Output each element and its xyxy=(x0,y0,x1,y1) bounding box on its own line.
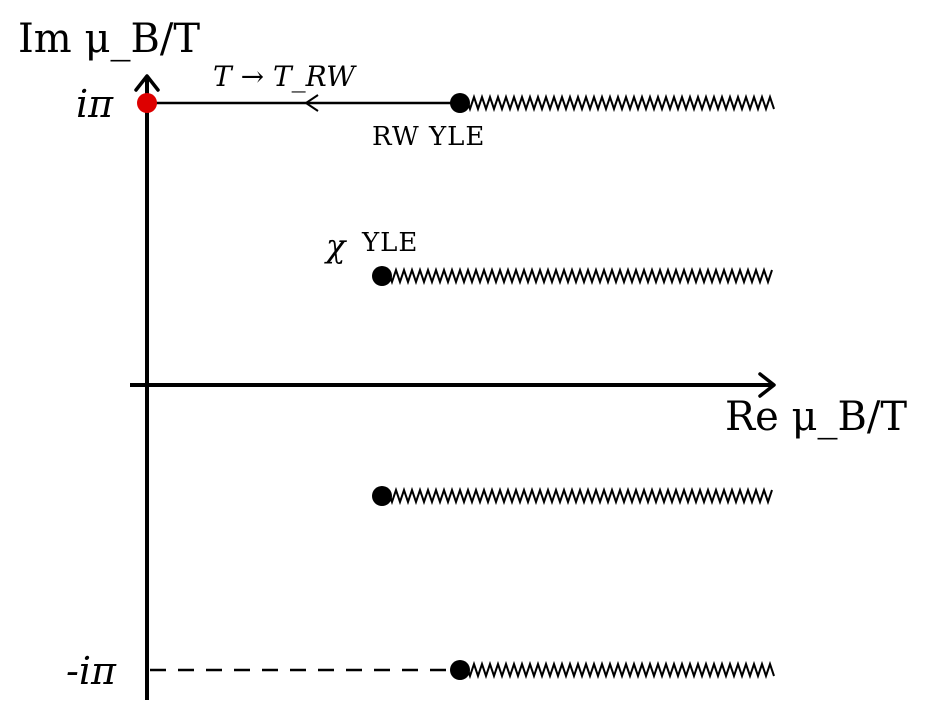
tick-label-i-pi: iπ xyxy=(76,82,114,126)
chi-yle-label: YLE xyxy=(361,228,418,258)
real-axis-arrowhead xyxy=(758,372,776,398)
branch-point-chi-yle-upper xyxy=(372,266,392,286)
branch-cut-chi-lower xyxy=(387,486,773,506)
imaginary-axis-arrowhead xyxy=(134,74,160,92)
branch-cut-rw-lower xyxy=(465,660,775,680)
branch-point-rw-yle-upper xyxy=(450,93,470,113)
imaginary-axis-label: Im μ_B/T xyxy=(18,16,200,62)
branch-point-rw-yle-lower xyxy=(450,660,470,680)
chi-symbol-label: χ xyxy=(324,227,347,265)
rw-yle-label: RW YLE xyxy=(372,122,485,152)
branch-cut-rw-upper xyxy=(465,93,775,113)
flow-arrow xyxy=(304,94,319,112)
flow-label: T → T_RW xyxy=(213,60,357,93)
roberge-weiss-point xyxy=(137,93,157,113)
branch-cut-chi-upper xyxy=(387,266,773,286)
tick-label-minus-i-pi: -iπ xyxy=(66,649,117,693)
branch-point-chi-yle-lower xyxy=(372,486,392,506)
real-axis-label: Re μ_B/T xyxy=(725,394,907,440)
